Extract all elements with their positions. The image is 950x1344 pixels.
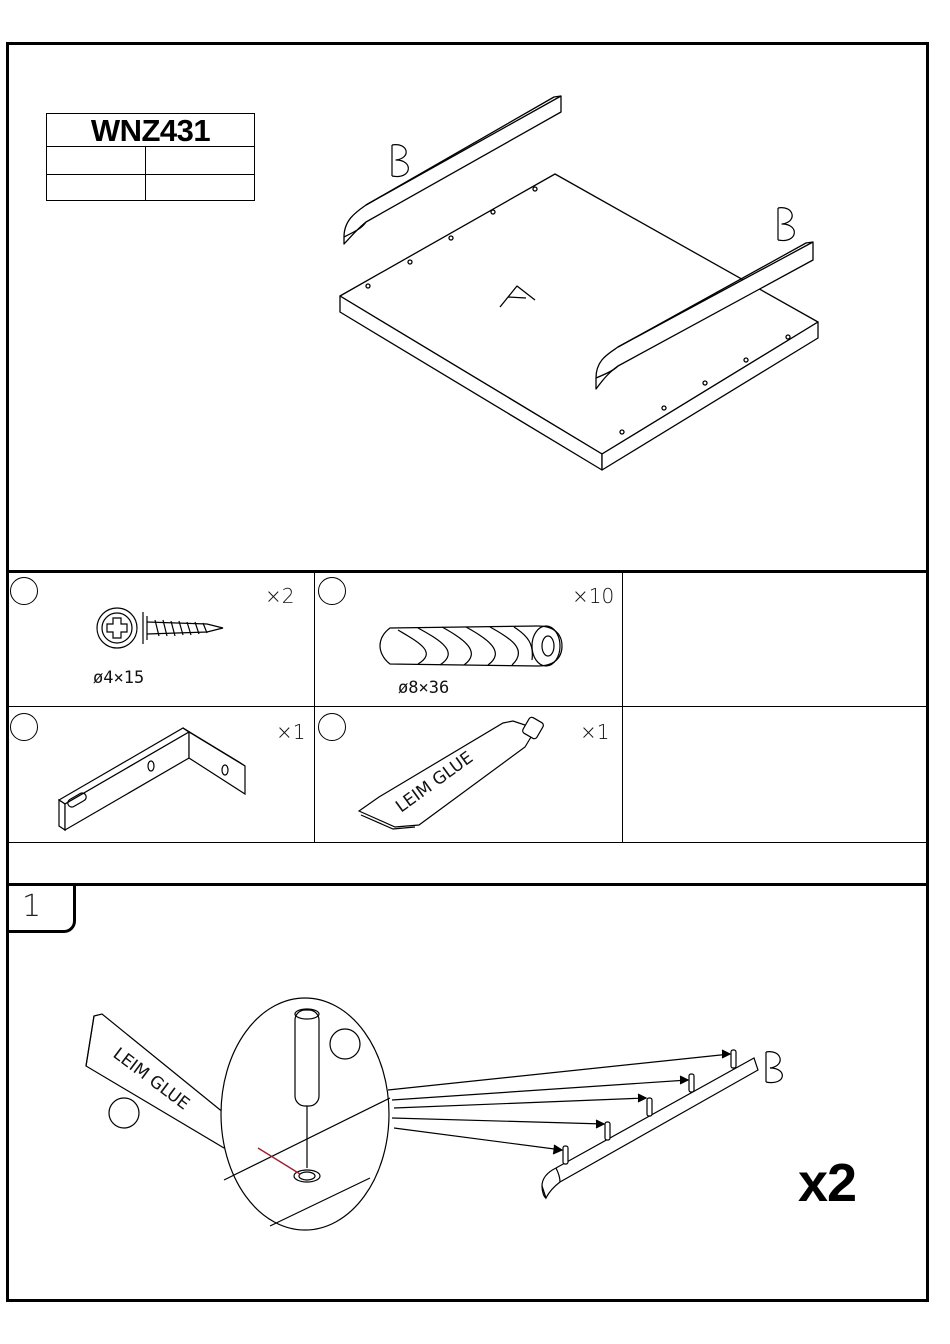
part-id-circle xyxy=(109,1098,139,1128)
step1-part-label xyxy=(766,1052,782,1083)
step1-rail-b xyxy=(542,1050,758,1198)
quantity-multiplier: x2 xyxy=(798,1152,856,1214)
